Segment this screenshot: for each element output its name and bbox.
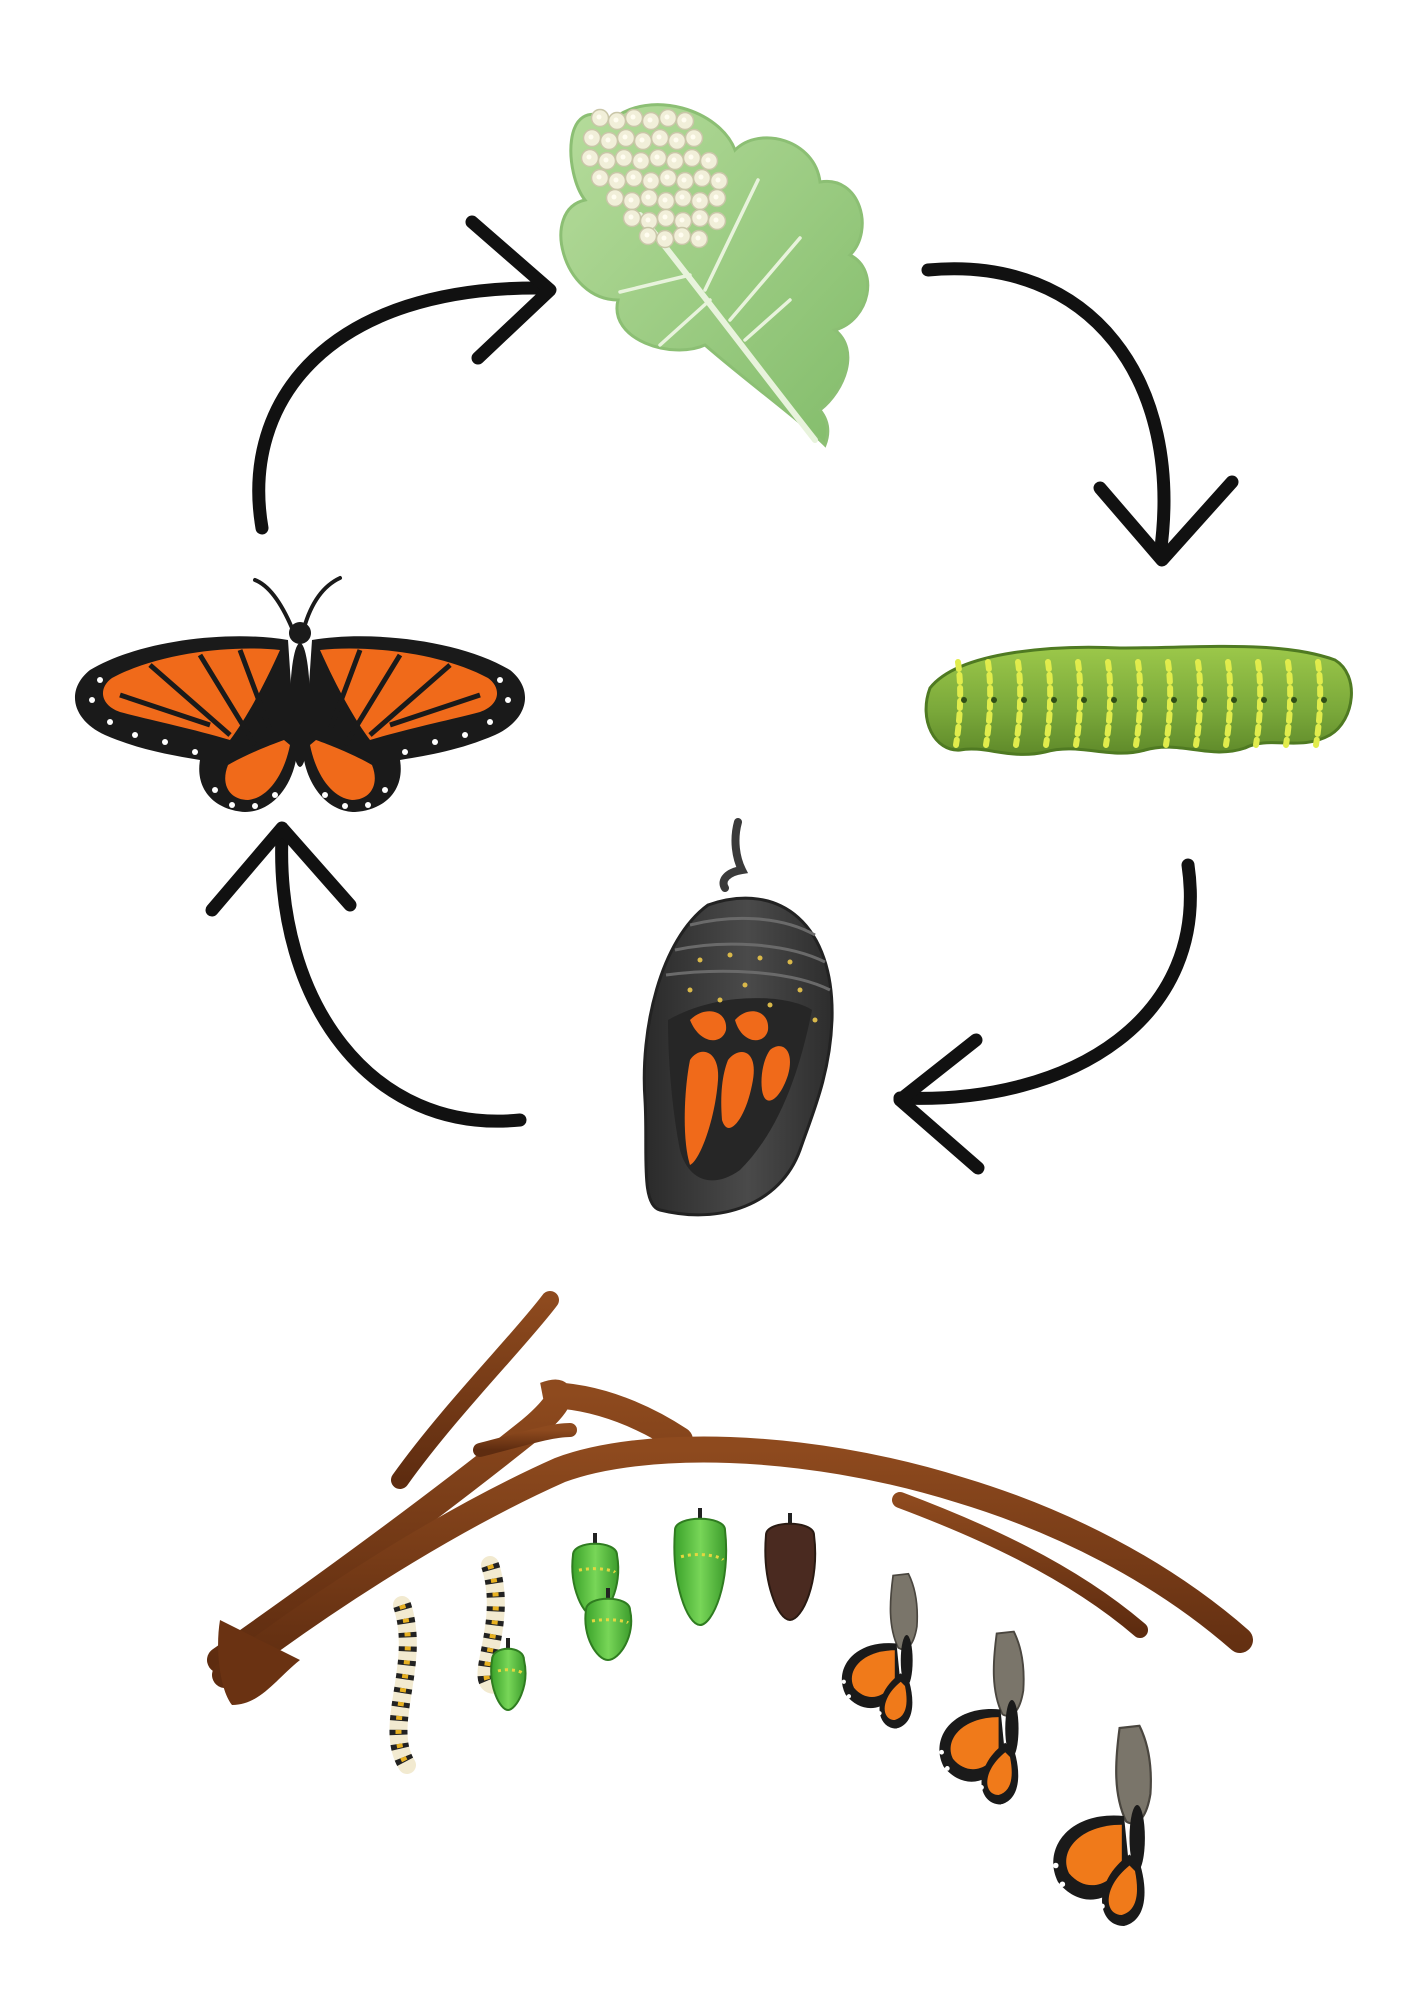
branch-life-stages-illustration [207,1291,1253,1931]
egg-icon [675,111,695,131]
egg-icon [658,168,678,188]
egg-icon [690,191,710,211]
egg-icon [639,188,659,208]
egg-icon [690,208,710,228]
egg-icon [641,111,661,131]
egg-icon [590,108,610,128]
green-chrysalis-icon [673,1508,728,1627]
egg-icon [656,208,676,228]
egg-icon [692,168,712,188]
emerged-butterfly-icon [1053,1724,1152,1931]
egg-icon [622,191,642,211]
egg-icon [650,128,670,148]
egg-icon [582,128,602,148]
egg-cluster [580,108,729,249]
egg-icon [624,108,644,128]
egg-icon [672,226,692,246]
egg-icon [599,131,619,151]
egg-icon [684,128,704,148]
chrysalis-icon [642,818,834,1217]
arrow-larva-to-pupa-icon [893,858,1197,1175]
egg-icon [607,171,627,191]
egg-cluster-on-leaf-icon [559,103,870,448]
egg-icon [707,188,727,208]
egg-icon [675,171,695,191]
egg-icon [590,168,610,188]
egg-icon [682,148,702,168]
emerging-butterfly-icon [939,1630,1025,1809]
egg-icon [616,128,636,148]
egg-icon [689,229,709,249]
arrow-pupa-to-adult-icon [205,821,527,1128]
dark-chrysalis-icon [764,1513,817,1622]
arrow-adult-to-egg-icon [252,215,557,535]
egg-icon [648,148,668,168]
egg-icon [605,188,625,208]
egg-icon [622,208,642,228]
arrow-egg-to-larva-icon [921,262,1239,567]
caterpillar-icon [924,644,1353,756]
hanging-caterpillar-icon [389,1596,417,1774]
hanging-caterpillar-icon [477,1556,505,1694]
egg-icon [633,131,653,151]
egg-icon [656,191,676,211]
egg-icon [665,151,685,171]
egg-icon [624,168,644,188]
egg-icon [673,188,693,208]
egg-icon [597,151,617,171]
emerging-butterfly-icon [841,1572,919,1733]
monarch-butterfly-icon [74,576,525,812]
egg-icon [641,171,661,191]
egg-icon [667,131,687,151]
green-chrysalis-icon [584,1588,633,1662]
egg-icon [638,226,658,246]
j-shape-caterpillar-icon [490,1638,527,1712]
egg-icon [658,108,678,128]
egg-icon [607,111,627,131]
egg-icon [614,148,634,168]
egg-icon [707,211,727,231]
egg-icon [631,151,651,171]
egg-icon [655,229,675,249]
egg-icon [580,148,600,168]
egg-icon [699,151,719,171]
egg-icon [709,171,729,191]
